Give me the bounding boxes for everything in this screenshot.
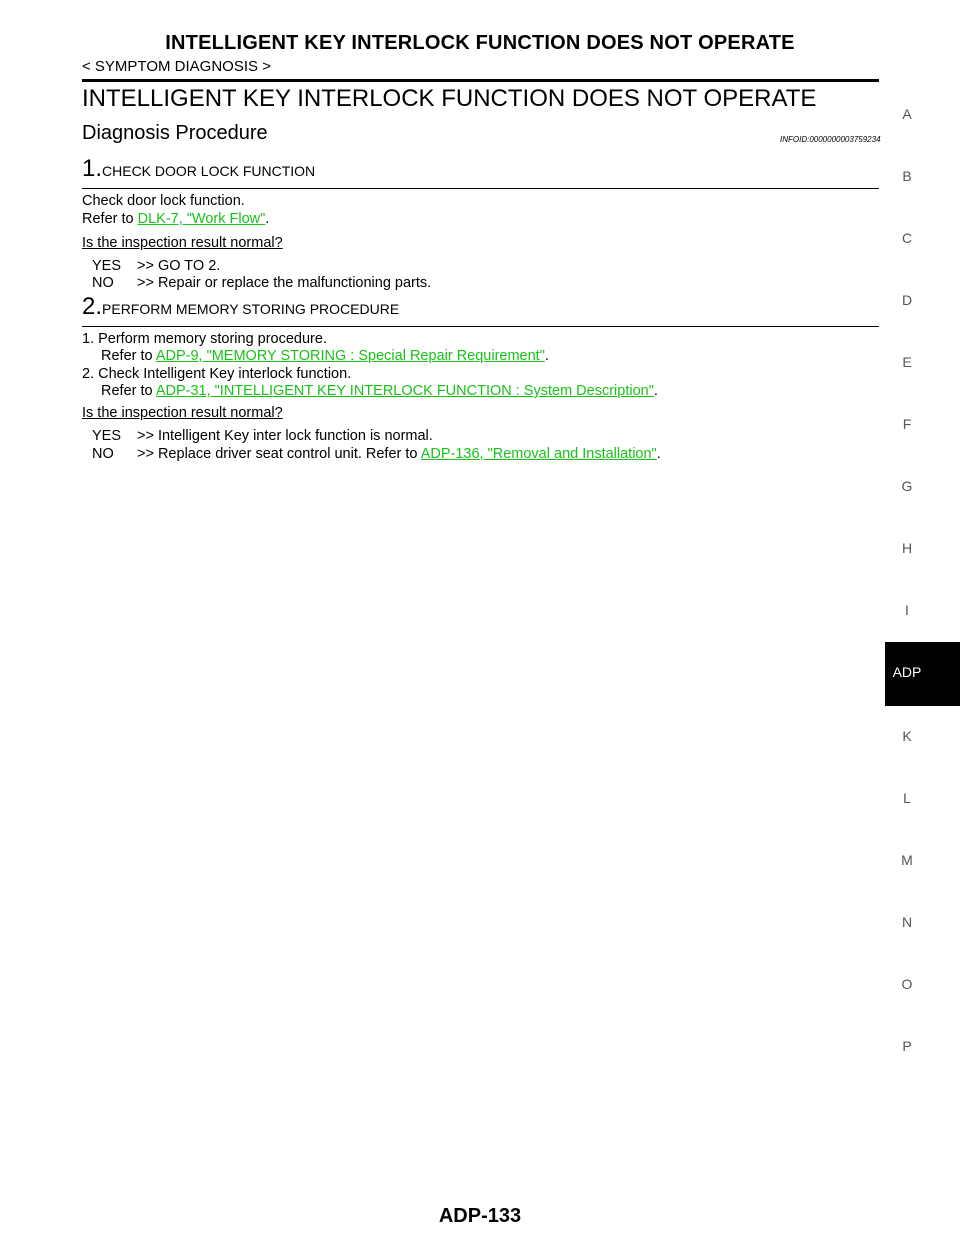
header-rule xyxy=(82,79,879,82)
step-1-yes: YES >> GO TO 2. xyxy=(92,258,220,275)
step-1-heading: 1.CHECK DOOR LOCK FUNCTION xyxy=(82,155,315,183)
step-2-item-1: 1. Perform memory storing procedure. xyxy=(82,331,327,347)
step-2-yes: YES >> Intelligent Key inter lock functio… xyxy=(92,428,433,445)
page-number: ADP-133 xyxy=(438,1205,522,1227)
side-index-e[interactable]: E xyxy=(902,354,912,370)
side-index-f[interactable]: F xyxy=(902,416,912,432)
side-index-adp: ADP xyxy=(892,664,922,680)
side-index-h[interactable]: H xyxy=(901,540,913,556)
step-2-item-2: 2. Check Intelligent Key interlock funct… xyxy=(82,366,352,382)
step-2-no-label: NO xyxy=(92,446,114,462)
step-1-instruction: Check door lock function. xyxy=(82,193,245,209)
step-1-rule xyxy=(82,188,879,189)
step-2-no-text: >> Replace driver seat control unit. Ref… xyxy=(137,446,421,462)
step-2-item-2-reference: Refer to ADP-31, "INTELLIGENT KEY INTERL… xyxy=(101,383,658,400)
step-1-question: Is the inspection result normal? xyxy=(82,235,283,251)
side-index-p[interactable]: P xyxy=(902,1038,912,1054)
info-id: INFOID:0000000003759234 xyxy=(780,135,881,144)
side-index-i[interactable]: I xyxy=(905,602,909,618)
step-1-refer-prefix: Refer to xyxy=(82,211,138,227)
step-2-item-2-period: . xyxy=(653,383,658,399)
breadcrumb: < SYMPTOM DIAGNOSIS > xyxy=(82,58,271,75)
side-index-o[interactable]: O xyxy=(901,976,913,992)
step-2-item-1-refer-prefix: Refer to xyxy=(101,348,156,364)
step-2-item-2-refer-prefix: Refer to xyxy=(101,383,156,399)
step-2-title: PERFORM MEMORY STORING PROCEDURE xyxy=(102,301,400,317)
side-index-k[interactable]: K xyxy=(902,728,912,744)
side-index-n[interactable]: N xyxy=(901,914,913,930)
step-1-title: CHECK DOOR LOCK FUNCTION xyxy=(102,163,316,179)
side-index-d[interactable]: D xyxy=(901,292,913,308)
step-2-heading: 2.PERFORM MEMORY STORING PROCEDURE xyxy=(82,293,399,321)
side-index-m[interactable]: M xyxy=(901,852,913,868)
step-2-yes-label: YES xyxy=(92,428,122,444)
step-2-no-link[interactable]: ADP-136, "Removal and Installation" xyxy=(420,446,657,462)
side-index-b[interactable]: B xyxy=(902,168,912,184)
step-2-question: Is the inspection result normal? xyxy=(82,405,283,421)
step-1-period: . xyxy=(265,211,270,227)
step-1-yes-label: YES xyxy=(92,258,122,274)
step-1-no: NO >> Repair or replace the malfunctionin… xyxy=(92,275,431,292)
step-1-link[interactable]: DLK-7, "Work Flow" xyxy=(137,211,266,227)
step-1-no-label: NO xyxy=(92,275,114,291)
step-2-item-1-period: . xyxy=(544,348,549,364)
step-2-yes-text: >> Intelligent Key inter lock function i… xyxy=(137,428,433,444)
step-2-rule xyxy=(82,326,879,327)
step-1-number: 1. xyxy=(82,155,103,182)
page-title: INTELLIGENT KEY INTERLOCK FUNCTION DOES … xyxy=(82,85,817,112)
side-index-c[interactable]: C xyxy=(901,230,913,246)
step-2-item-1-link[interactable]: ADP-9, "MEMORY STORING : Special Repair … xyxy=(155,348,545,364)
side-index-adp-tab[interactable]: ADP xyxy=(885,642,960,706)
side-index-l[interactable]: L xyxy=(903,790,911,806)
section-heading: Diagnosis Procedure xyxy=(82,122,268,144)
side-index: A B C D E F G H I ADP K L M N O P xyxy=(885,0,960,1242)
step-1-yes-text: >> GO TO 2. xyxy=(137,258,221,274)
step-2-no-period: . xyxy=(656,446,661,462)
header-title: INTELLIGENT KEY INTERLOCK FUNCTION DOES … xyxy=(165,32,795,54)
step-2-number: 2. xyxy=(82,293,103,320)
step-1-no-text: >> Repair or replace the malfunctioning … xyxy=(137,275,432,291)
step-2-item-1-reference: Refer to ADP-9, "MEMORY STORING : Specia… xyxy=(101,348,549,365)
step-2-item-2-link[interactable]: ADP-31, "INTELLIGENT KEY INTERLOCK FUNCT… xyxy=(155,383,654,399)
side-index-g[interactable]: G xyxy=(901,478,913,494)
step-2-no: NO >> Replace driver seat control unit. R… xyxy=(92,446,661,463)
side-index-a[interactable]: A xyxy=(902,106,912,122)
step-1-reference: Refer to DLK-7, "Work Flow". xyxy=(82,211,269,228)
